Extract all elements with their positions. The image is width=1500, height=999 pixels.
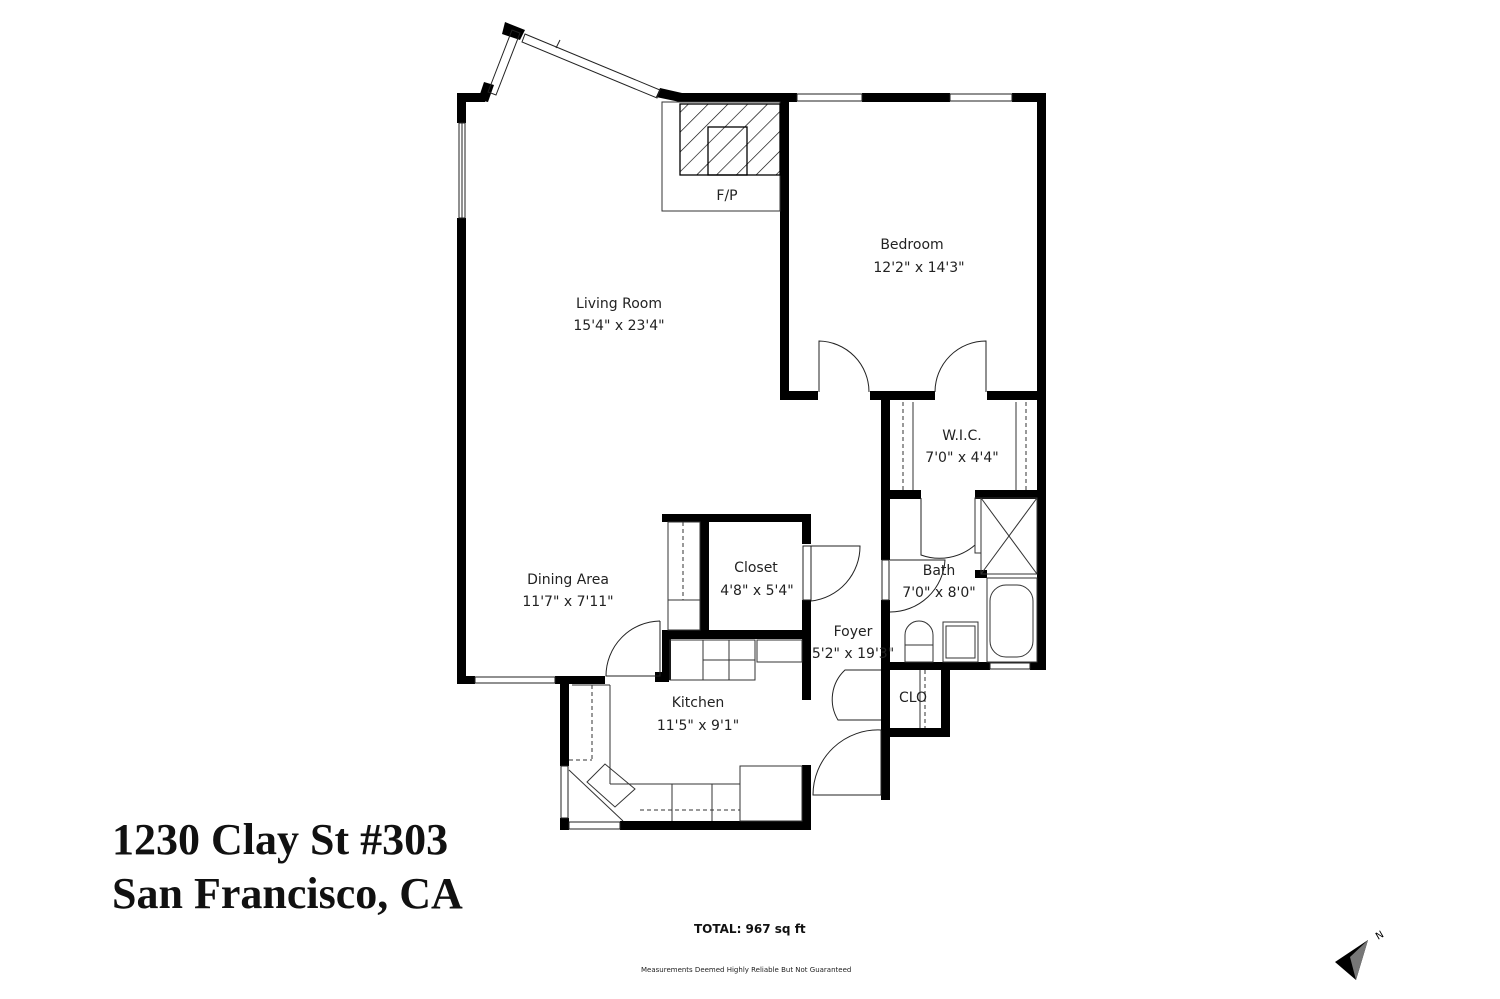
bedroom-size: 12'2" x 14'3" [873,260,964,276]
fireplace [661,101,781,212]
doors [605,340,987,796]
fireplace-label: F/P [716,188,737,204]
dining-area-size: 11'7" x 7'11" [522,594,613,610]
disclaimer: Measurements Deemed Highly Reliable But … [641,966,852,974]
address-line-1: 1230 Clay St #303 [112,815,449,864]
closet-size: 4'8" x 5'4" [720,583,793,599]
address-line-2: San Francisco, CA [112,869,463,918]
closet-name: Closet [734,560,778,576]
kitchen-name: Kitchen [672,695,725,711]
dining-area-name: Dining Area [527,572,609,588]
kitchen-size: 11'5" x 9'1" [657,718,739,734]
living-room-name: Living Room [576,296,662,312]
fixtures [568,402,1038,822]
compass-icon: N [1335,929,1386,980]
wic-size: 7'0" x 4'4" [925,450,998,466]
bedroom-name: Bedroom [880,237,943,253]
windows [458,29,1031,830]
walls [457,22,1046,830]
room-labels: Living Room 15'4" x 23'4" Bedroom 12'2" … [522,188,998,734]
wic-name: W.I.C. [942,428,982,444]
foyer-size: 5'2" x 19'3" [812,646,894,662]
living-room-size: 15'4" x 23'4" [573,318,664,334]
compass-north-label: N [1374,929,1386,942]
clo-label: CLO [899,690,927,706]
foyer-name: Foyer [834,624,873,640]
bath-size: 7'0" x 8'0" [902,585,975,601]
total-area: TOTAL: 967 sq ft [694,922,806,936]
bath-name: Bath [923,563,956,579]
